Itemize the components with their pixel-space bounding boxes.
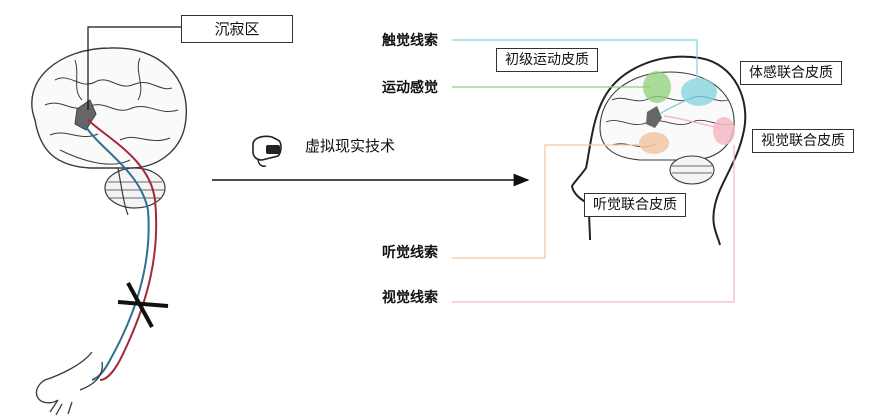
visual-cue-line bbox=[452, 145, 735, 303]
visual-assoc-cortex-label: 视觉联合皮质 bbox=[752, 129, 854, 153]
left-brainstem bbox=[117, 167, 129, 216]
left-brain bbox=[31, 47, 187, 169]
auditory-assoc-cortex-label: 听觉联合皮质 bbox=[584, 193, 686, 217]
region-motor bbox=[643, 71, 671, 103]
visual-to-center-arrow bbox=[663, 115, 721, 129]
nerve-red bbox=[87, 119, 158, 381]
auditory-cue-label: 听觉线索 bbox=[382, 245, 438, 261]
region-visual bbox=[713, 117, 735, 145]
vr-technology-label: 虚拟现实技术 bbox=[305, 137, 396, 155]
primary-motor-cortex-label: 初级运动皮质 bbox=[496, 48, 598, 72]
motor-sense-label: 运动感觉 bbox=[382, 80, 438, 96]
touch-cue-label: 触觉线索 bbox=[382, 33, 438, 49]
silent-zone-leader bbox=[87, 26, 181, 110]
somatosensory-assoc-cortex-label: 体感联合皮质 bbox=[740, 61, 842, 85]
vr-headset-icon bbox=[252, 135, 282, 167]
touch-cue-line bbox=[452, 39, 698, 80]
nerve-blue bbox=[83, 123, 150, 381]
region-auditory bbox=[639, 132, 669, 154]
auditory-cue-line bbox=[452, 144, 640, 259]
right-silent-zone-marker bbox=[646, 106, 662, 128]
silent-zone-label: 沉寂区 bbox=[181, 15, 293, 43]
region-somatosensory bbox=[681, 78, 717, 106]
somato-to-motor-arrow bbox=[659, 97, 691, 115]
head-silhouette bbox=[570, 55, 747, 246]
block-cross-icon bbox=[117, 282, 169, 328]
arm-outline bbox=[35, 351, 103, 416]
visual-cue-label: 视觉线索 bbox=[382, 290, 438, 306]
